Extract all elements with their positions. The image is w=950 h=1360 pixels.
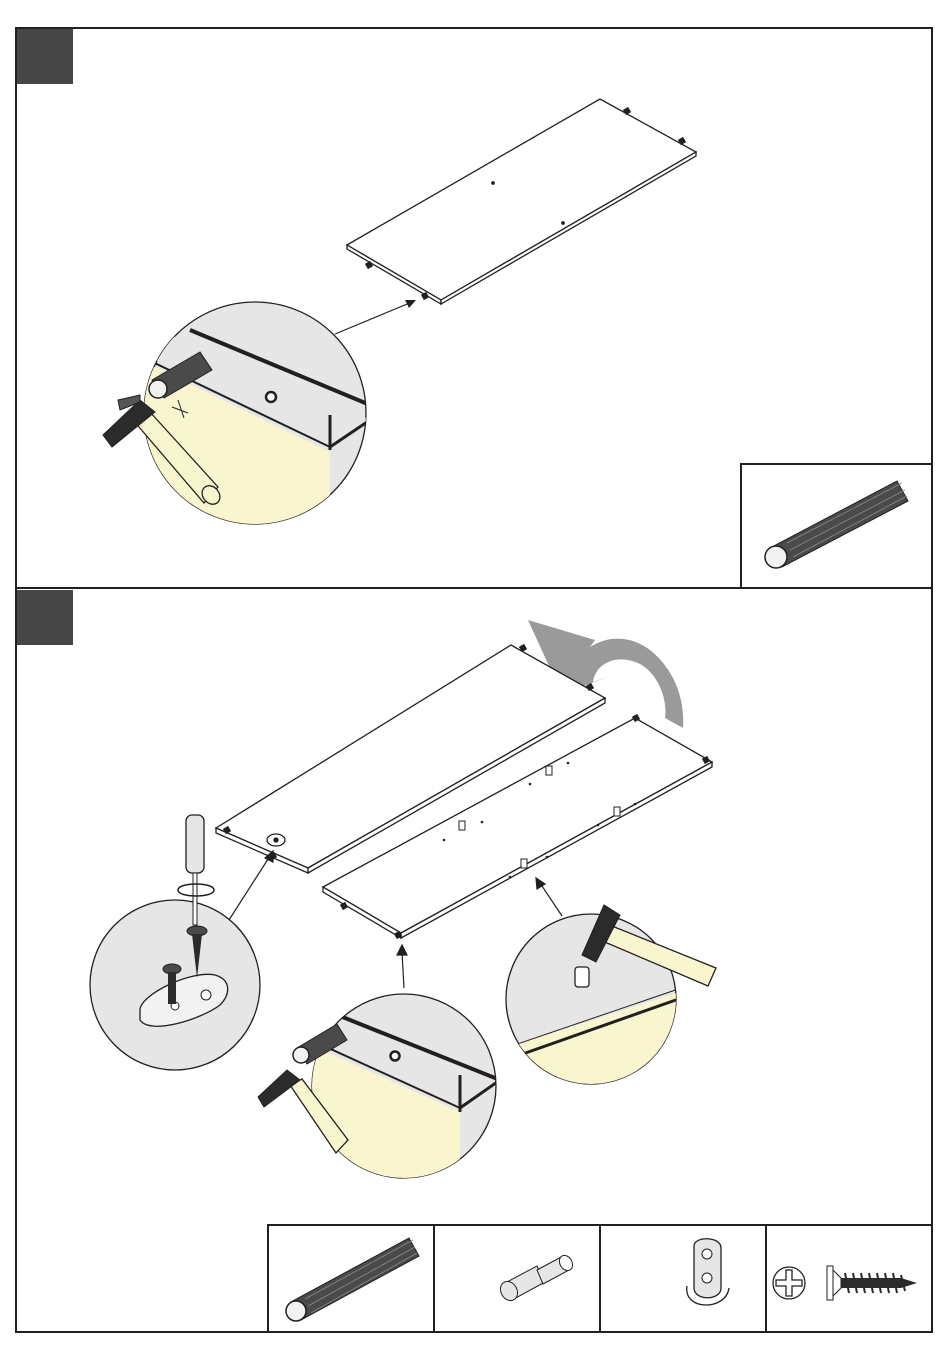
- hardware-cell-screw: [767, 1226, 931, 1331]
- step-2-detail-circle-dowel: [258, 994, 500, 1190]
- hardware-cell-cam-bolt: [435, 1226, 601, 1331]
- step-2-detail-circle-pin: [500, 905, 716, 1090]
- dowel-icon: [269, 1226, 433, 1331]
- hardware-cell-dowel: [269, 1226, 435, 1331]
- screw-icon: [767, 1226, 931, 1331]
- hardware-parts-table: [267, 1224, 933, 1333]
- bracket-icon: [601, 1226, 765, 1331]
- step-2-detail-circle-bracket: [90, 815, 260, 1070]
- hardware-cell-bracket: [601, 1226, 767, 1331]
- cam-bolt-icon: [435, 1226, 599, 1331]
